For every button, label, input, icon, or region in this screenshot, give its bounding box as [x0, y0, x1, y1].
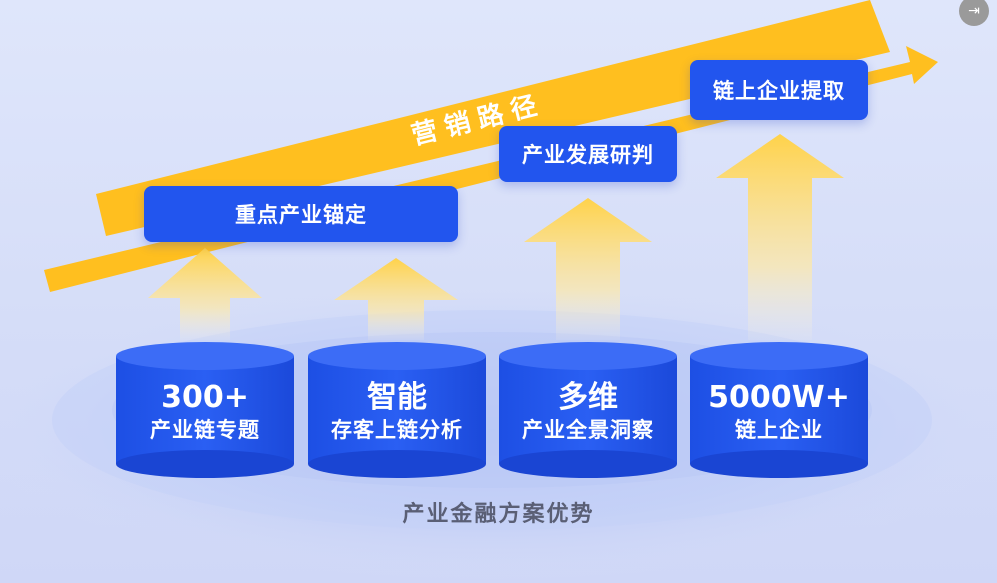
cylinder-2-label: 存客上链分析: [331, 418, 463, 442]
exit-icon[interactable]: ⇥: [959, 0, 989, 26]
platform-ring-inner: [112, 332, 872, 488]
cylinder-4-value: 5000W+: [708, 380, 850, 415]
cylinder-1-value: 300+: [161, 380, 249, 415]
cylinder-2: [308, 342, 486, 478]
marketing-path-band: [96, 0, 890, 236]
cylinder-1-text: 300+ 产业链专题: [116, 380, 294, 444]
cylinder-2-value: 智能: [367, 380, 427, 415]
diagram-caption: 产业金融方案优势: [402, 502, 595, 527]
tag-industry-research-label: 产业发展研判: [522, 143, 654, 167]
tag-chain-enterprise-label: 链上企业提取: [713, 79, 845, 103]
cylinder-3: [499, 342, 677, 478]
tag-key-industry-label: 重点产业锚定: [235, 203, 367, 227]
up-arrow-3: [524, 198, 652, 340]
cylinder-1: [116, 342, 294, 478]
up-arrow-1: [148, 248, 262, 340]
tag-chain-enterprise: 链上企业提取: [690, 60, 868, 120]
cylinder-2-text: 智能 存客上链分析: [308, 380, 486, 444]
up-arrow-4: [716, 134, 844, 340]
cylinder-4-text: 5000W+ 链上企业: [690, 380, 868, 444]
up-arrow-2: [334, 258, 458, 340]
cylinder-3-value: 多维: [558, 380, 618, 415]
cylinder-1-label: 产业链专题: [150, 418, 260, 442]
cylinder-4: [690, 342, 868, 478]
cylinder-3-label: 产业全景洞察: [522, 418, 654, 442]
tag-industry-research: 产业发展研判: [499, 126, 677, 182]
tag-key-industry: 重点产业锚定: [144, 186, 458, 242]
cylinder-3-text: 多维 产业全景洞察: [499, 380, 677, 444]
cylinder-4-label: 链上企业: [735, 418, 823, 442]
